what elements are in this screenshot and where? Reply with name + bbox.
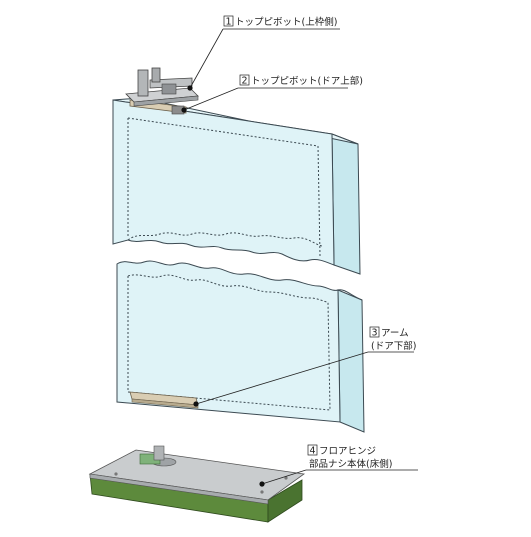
glass-lower-side <box>337 289 365 433</box>
glass-upper-side <box>331 133 361 275</box>
callout-2-text: トップピボット(ドア上部) <box>251 75 363 87</box>
glass-upper-dotted-guide <box>127 117 321 257</box>
arm-part <box>129 391 199 409</box>
callout-3-text: アーム <box>381 328 409 339</box>
floor-hinge-part <box>88 445 306 523</box>
glass-lower-dotted-guide <box>127 276 331 411</box>
glass-upper-face <box>112 99 335 266</box>
glass-panel-upper <box>112 97 361 275</box>
callout-leaders <box>183 28 418 485</box>
callout-label-3: 3 アーム (ドア下部) <box>369 326 416 352</box>
callout-dots <box>181 85 265 487</box>
callout-3-subtext: (ドア下部) <box>371 340 416 352</box>
callout-4-subtext: 部品ナシ本体(床側) <box>309 458 392 470</box>
callout-label-1: 1 トップピボット(上枠側) <box>223 15 337 28</box>
top-pivot-frame-part <box>125 67 199 107</box>
glass-lower-torn-top <box>337 289 363 301</box>
callout-4-number: 4 <box>309 446 315 457</box>
callout-3-number: 3 <box>371 328 377 339</box>
callout-2-number: 2 <box>241 76 247 87</box>
glass-upper-torn-dotted <box>127 232 323 247</box>
callout-label-2: 2 トップピボット(ドア上部) <box>239 74 363 87</box>
callout-1-number: 1 <box>225 17 231 28</box>
callout-1-text: トップピボット(上枠側) <box>235 16 337 28</box>
glass-panel-lower <box>116 260 365 433</box>
callout-4-text: フロアヒンジ <box>319 446 376 457</box>
floor-hinge-body-right <box>267 479 303 523</box>
callout-label-4: 4 フロアヒンジ 部品ナシ本体(床側) <box>307 444 392 470</box>
glass-lower-face <box>116 260 341 423</box>
glass-lower-torn-dotted <box>127 274 329 303</box>
